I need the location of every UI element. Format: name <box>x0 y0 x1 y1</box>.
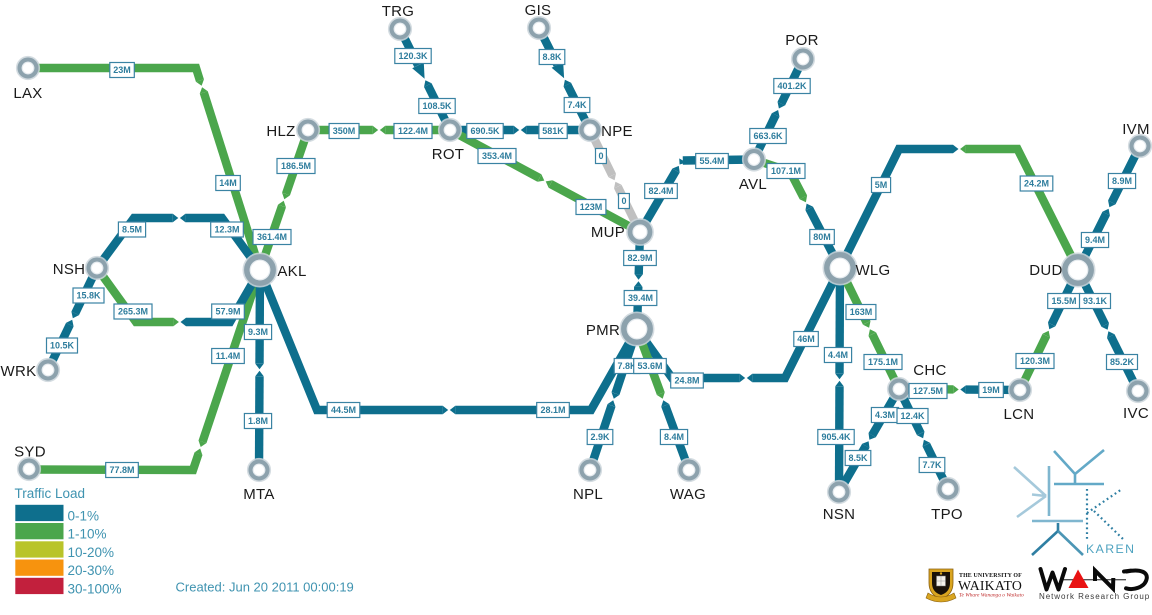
svg-text:77.8M: 77.8M <box>109 465 134 475</box>
svg-text:Created: Jun 20 2011 00:00:19: Created: Jun 20 2011 00:00:19 <box>176 579 354 594</box>
svg-text:IVC: IVC <box>1123 405 1149 422</box>
svg-text:8.5K: 8.5K <box>848 453 868 463</box>
svg-text:LAX: LAX <box>13 85 42 102</box>
svg-text:163M: 163M <box>850 307 873 317</box>
svg-text:7.7K: 7.7K <box>922 460 942 470</box>
svg-text:LCN: LCN <box>1004 406 1035 423</box>
svg-text:IVM: IVM <box>1122 121 1150 138</box>
svg-text:14M: 14M <box>219 178 237 188</box>
svg-text:12.4K: 12.4K <box>900 411 925 421</box>
svg-text:ROT: ROT <box>432 146 465 163</box>
svg-text:82.9M: 82.9M <box>627 253 652 263</box>
svg-text:CHC: CHC <box>913 362 946 379</box>
svg-text:Te Whare Wananga o Waikato: Te Whare Wananga o Waikato <box>959 593 1024 599</box>
svg-text:690.5K: 690.5K <box>470 126 500 136</box>
svg-text:7.4K: 7.4K <box>567 100 587 110</box>
svg-text:TRG: TRG <box>382 3 415 20</box>
svg-text:MUP: MUP <box>591 224 625 241</box>
svg-text:MTA: MTA <box>243 486 274 503</box>
svg-text:KAREN: KAREN <box>1086 542 1135 556</box>
svg-text:127.5M: 127.5M <box>913 386 943 396</box>
svg-text:0-1%: 0-1% <box>68 508 100 523</box>
svg-text:AKL: AKL <box>277 263 306 280</box>
svg-text:WRK: WRK <box>1 363 37 380</box>
svg-text:53.6M: 53.6M <box>637 361 662 371</box>
svg-text:7.8K: 7.8K <box>617 361 637 371</box>
svg-text:19M: 19M <box>982 385 1000 395</box>
svg-text:4.4M: 4.4M <box>828 350 848 360</box>
svg-text:WAIKATO: WAIKATO <box>958 578 1022 593</box>
svg-text:NPE: NPE <box>601 123 633 140</box>
svg-text:23M: 23M <box>113 65 131 75</box>
svg-text:39.4M: 39.4M <box>628 293 653 303</box>
svg-text:361.4M: 361.4M <box>257 232 287 242</box>
svg-text:NSN: NSN <box>823 506 856 523</box>
svg-text:Network Research Group: Network Research Group <box>1039 592 1150 601</box>
svg-text:107.1M: 107.1M <box>771 166 801 176</box>
svg-text:82.4M: 82.4M <box>648 186 673 196</box>
svg-text:11.4M: 11.4M <box>216 351 241 361</box>
svg-text:0: 0 <box>598 151 603 161</box>
svg-text:0: 0 <box>621 196 626 206</box>
svg-text:10-20%: 10-20% <box>68 545 115 560</box>
svg-text:SYD: SYD <box>14 444 46 461</box>
svg-text:1.8M: 1.8M <box>248 416 268 426</box>
svg-text:20-30%: 20-30% <box>68 563 115 578</box>
svg-text:93.1K: 93.1K <box>1083 296 1108 306</box>
svg-text:350M: 350M <box>333 126 356 136</box>
svg-text:265.3M: 265.3M <box>118 307 148 317</box>
svg-text:9.3M: 9.3M <box>248 327 268 337</box>
svg-text:353.4M: 353.4M <box>482 151 512 161</box>
svg-text:55.4M: 55.4M <box>699 156 724 166</box>
svg-text:24.8M: 24.8M <box>674 376 699 386</box>
svg-text:15.5M: 15.5M <box>1051 296 1076 306</box>
svg-text:15.8K: 15.8K <box>76 291 101 301</box>
svg-text:108.5K: 108.5K <box>422 101 452 111</box>
svg-text:Traffic Load: Traffic Load <box>15 486 86 501</box>
svg-text:401.2K: 401.2K <box>777 81 807 91</box>
svg-text:581K: 581K <box>542 126 564 136</box>
svg-text:30-100%: 30-100% <box>68 581 122 596</box>
svg-text:28.1M: 28.1M <box>540 405 565 415</box>
svg-text:85.2K: 85.2K <box>1110 357 1135 367</box>
svg-text:80M: 80M <box>813 232 831 242</box>
svg-text:PMR: PMR <box>586 322 620 339</box>
svg-text:NSH: NSH <box>53 261 86 278</box>
svg-text:12.3M: 12.3M <box>214 225 239 235</box>
svg-text:THE UNIVERSITY OF: THE UNIVERSITY OF <box>959 573 1022 579</box>
svg-text:TPO: TPO <box>931 506 963 523</box>
svg-text:POR: POR <box>785 32 818 49</box>
svg-text:5M: 5M <box>875 180 888 190</box>
svg-text:9.4M: 9.4M <box>1085 235 1105 245</box>
svg-text:NPL: NPL <box>573 486 603 503</box>
svg-text:HLZ: HLZ <box>266 123 295 140</box>
svg-text:120.3M: 120.3M <box>1020 356 1050 366</box>
svg-text:120.3K: 120.3K <box>398 51 428 61</box>
svg-text:24.2M: 24.2M <box>1024 179 1049 189</box>
svg-text:175.1M: 175.1M <box>868 357 898 367</box>
svg-text:8.5M: 8.5M <box>122 225 142 235</box>
svg-text:8.4M: 8.4M <box>664 432 684 442</box>
svg-text:AVL: AVL <box>739 176 767 193</box>
svg-text:663.6K: 663.6K <box>753 131 783 141</box>
svg-text:44.5M: 44.5M <box>331 405 356 415</box>
svg-text:2.9K: 2.9K <box>590 432 610 442</box>
svg-text:WLG: WLG <box>855 262 890 279</box>
svg-text:57.9M: 57.9M <box>215 307 240 317</box>
svg-text:905.4K: 905.4K <box>821 432 851 442</box>
svg-text:123M: 123M <box>580 202 603 212</box>
svg-text:186.5M: 186.5M <box>281 161 311 171</box>
svg-text:GIS: GIS <box>525 2 552 19</box>
svg-text:46M: 46M <box>797 334 815 344</box>
svg-text:4.3M: 4.3M <box>875 410 895 420</box>
svg-text:WAG: WAG <box>670 486 706 503</box>
svg-text:8.9M: 8.9M <box>1112 176 1132 186</box>
svg-text:8.8K: 8.8K <box>542 52 562 62</box>
svg-text:1-10%: 1-10% <box>68 527 107 542</box>
svg-text:10.5K: 10.5K <box>50 341 75 351</box>
svg-text:122.4M: 122.4M <box>398 126 428 136</box>
svg-text:DUD: DUD <box>1029 262 1062 279</box>
